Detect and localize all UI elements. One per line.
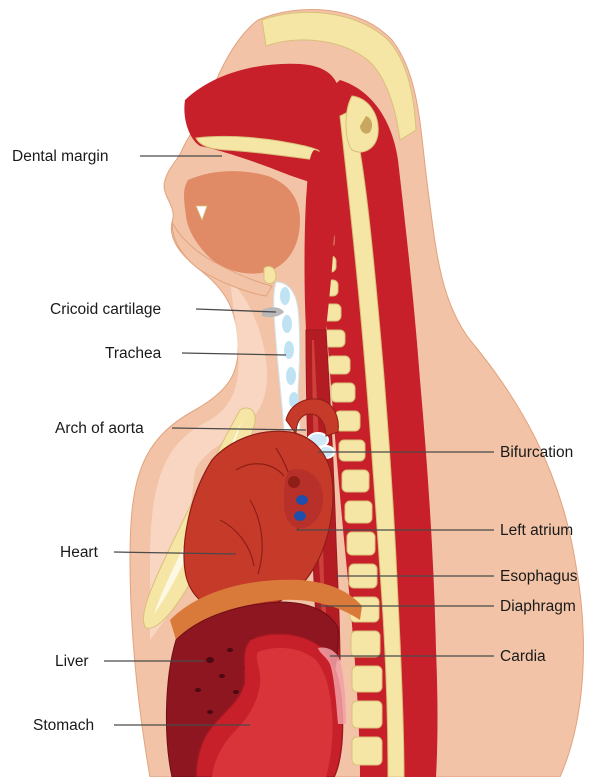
- pulmonary-vein-2: [294, 511, 306, 521]
- label-heart: Heart: [60, 544, 99, 561]
- label-liver: Liver: [55, 653, 89, 670]
- label-left-atrium: Left atrium: [500, 522, 573, 539]
- label-esophagus: Esophagus: [500, 568, 578, 585]
- label-diaphragm: Diaphragm: [500, 598, 576, 615]
- pulmonary-vein-1: [296, 495, 308, 505]
- label-bifurcation: Bifurcation: [500, 444, 573, 461]
- label-arch-of-aorta: Arch of aorta: [55, 420, 144, 437]
- label-stomach: Stomach: [33, 717, 94, 734]
- hyoid-bone: [264, 266, 276, 283]
- label-trachea: Trachea: [105, 345, 162, 362]
- label-cardia: Cardia: [500, 648, 546, 665]
- label-cricoid-cartilage: Cricoid cartilage: [50, 301, 161, 318]
- label-dental-margin: Dental margin: [12, 148, 109, 165]
- vessel-opening: [288, 476, 300, 488]
